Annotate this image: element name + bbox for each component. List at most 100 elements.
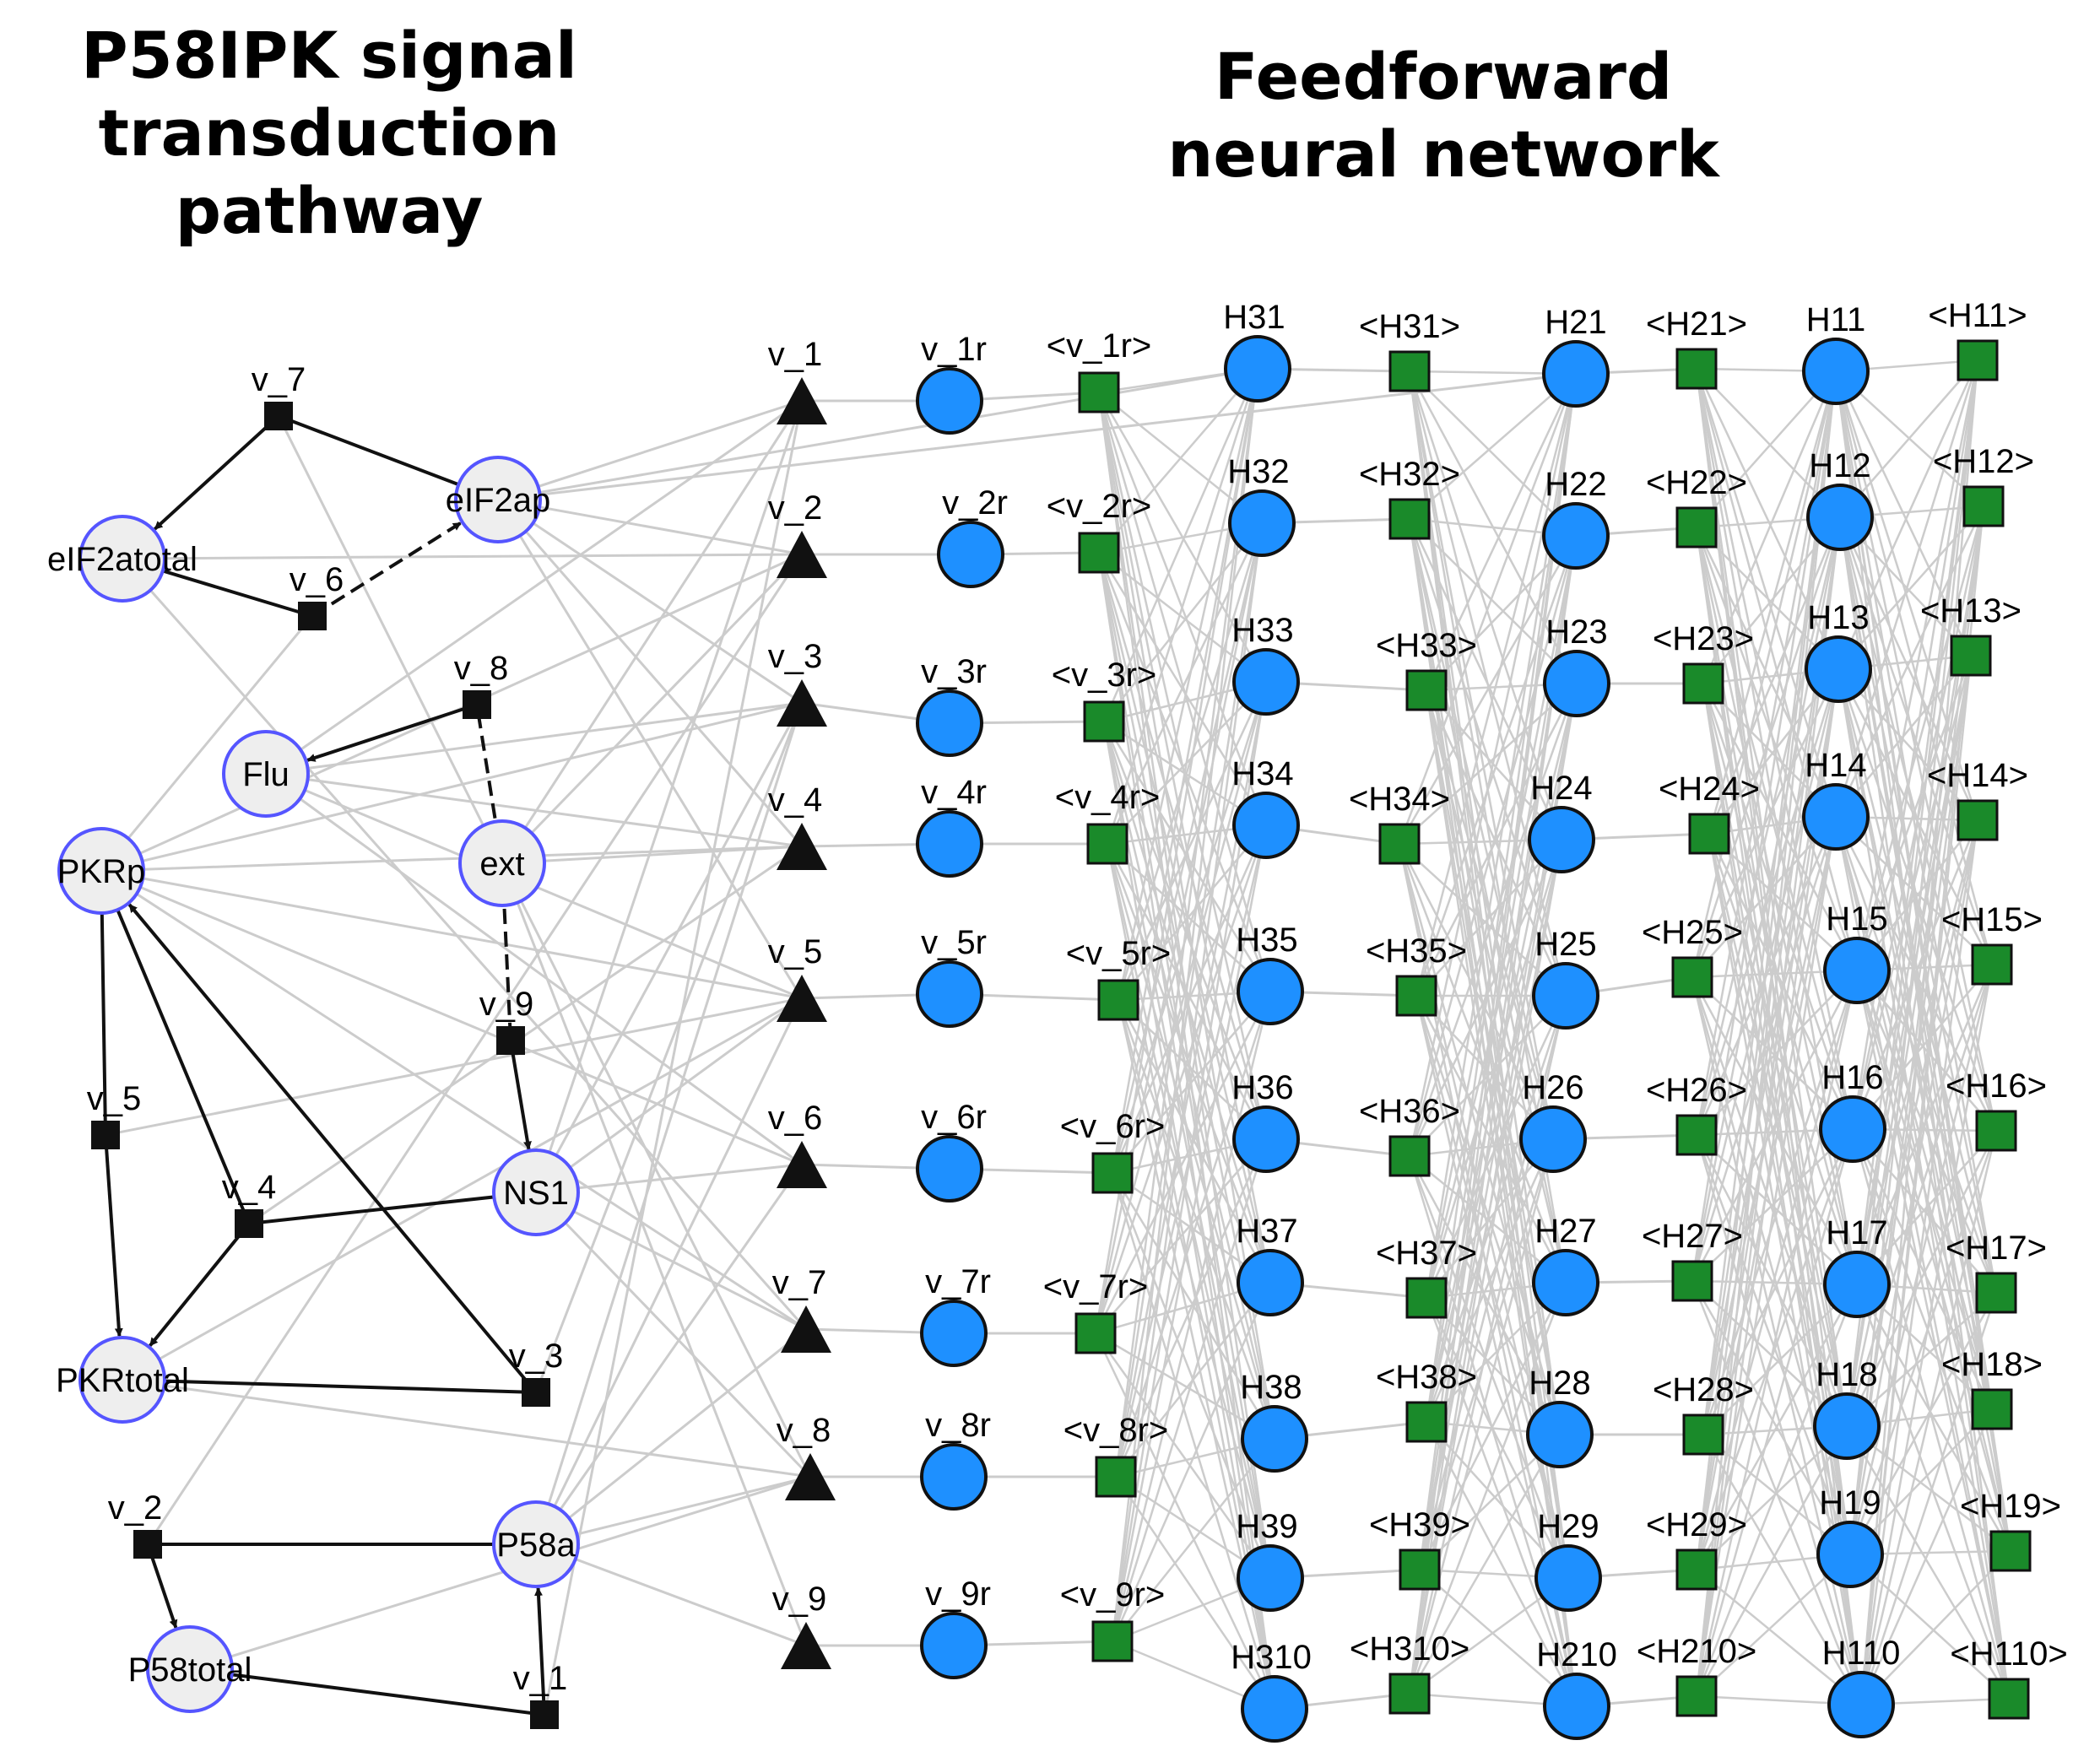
- edge: [1855, 655, 1973, 971]
- edge: [100, 615, 314, 872]
- pathway-title-line-3: pathway: [175, 173, 484, 248]
- layer1-output-label: <H11>: [1928, 297, 2027, 334]
- edge: [1691, 976, 1852, 1555]
- edge: [277, 415, 504, 864]
- species-node: [454, 456, 542, 543]
- layer1-label: H13: [1807, 599, 1869, 636]
- edge: [1691, 976, 1854, 1130]
- edge: [1837, 668, 1998, 1294]
- edge: [1695, 370, 1838, 1697]
- output-node: [1091, 1620, 1134, 1662]
- output-node: [1097, 979, 1139, 1021]
- neuron-node: [1823, 937, 1891, 1004]
- species-node: [492, 1149, 580, 1236]
- reaction-edge: [149, 1222, 251, 1347]
- layer3-label: H36: [1231, 1069, 1293, 1106]
- edge: [1695, 368, 1840, 670]
- edge: [501, 862, 808, 1646]
- output-node: [1671, 1260, 1713, 1302]
- edge: [1098, 552, 1267, 683]
- edge: [1695, 368, 1863, 1705]
- layer1-output-label: <H16>: [1946, 1067, 2047, 1105]
- edge: [1408, 518, 1563, 840]
- input-neuron-label: v_1r: [921, 331, 987, 368]
- edge: [497, 498, 803, 705]
- edge: [1408, 1138, 1555, 1694]
- reaction-label: v_8: [454, 650, 509, 687]
- edge: [1408, 373, 1578, 1694]
- edge: [1111, 522, 1264, 1174]
- edge: [1102, 368, 1259, 722]
- edge: [1855, 505, 1985, 971]
- edge: [1094, 1332, 1272, 1579]
- layer2-output-label: <H28>: [1653, 1371, 1754, 1408]
- pathway-title-line-1: P58IPK signal: [81, 18, 577, 93]
- edge: [1708, 833, 1854, 1130]
- output-node: [1688, 813, 1730, 855]
- layer1-output-label: <H14>: [1927, 757, 2028, 794]
- layer1-label: H12: [1809, 447, 1870, 484]
- neuron-node: [920, 1443, 988, 1511]
- layer1-output-label: <H12>: [1933, 443, 2034, 480]
- output-node: [1975, 1110, 2017, 1152]
- edge: [535, 1543, 807, 1647]
- edge: [1859, 359, 1979, 1705]
- output-node: [1399, 1549, 1441, 1591]
- edge: [1702, 816, 1838, 1435]
- input-triangle: [781, 1305, 831, 1353]
- edge: [1097, 552, 1268, 1140]
- neuron-node: [1241, 1405, 1308, 1473]
- input-neuron-label: v_7r: [925, 1263, 991, 1300]
- edge: [1845, 964, 1994, 1427]
- reaction-edge: [311, 521, 463, 618]
- layer2-label: H24: [1530, 770, 1592, 807]
- edge: [1859, 655, 1973, 1705]
- reaction-label: v_5: [87, 1080, 142, 1117]
- output-node: [1388, 498, 1431, 540]
- pathway-title: P58IPK signal transduction pathway: [0, 17, 658, 250]
- output-node: [1675, 1675, 1718, 1717]
- neuron-node: [1224, 335, 1291, 403]
- edge: [1111, 1172, 1276, 1710]
- edge: [1094, 991, 1272, 1334]
- edge: [1695, 370, 1838, 1570]
- edge: [1409, 518, 1578, 684]
- layer1-output-label: <H110>: [1950, 1635, 2067, 1673]
- layer3-output-label: <H32>: [1359, 456, 1460, 493]
- reaction-edge: [306, 703, 478, 762]
- edge: [1851, 359, 1979, 1130]
- reaction-node: [530, 1700, 559, 1729]
- edge: [1695, 1134, 1863, 1705]
- edge: [1855, 970, 1998, 1294]
- edge: [535, 1163, 803, 1194]
- output-node: [1988, 1678, 2030, 1720]
- edge: [534, 702, 804, 1193]
- edge: [1106, 522, 1264, 845]
- output-node: [1989, 1530, 2032, 1572]
- edge: [265, 399, 803, 776]
- edge: [1097, 392, 1276, 1710]
- edge: [265, 772, 803, 848]
- edge: [497, 367, 1258, 501]
- edge: [1696, 370, 1837, 528]
- edge: [1106, 368, 1259, 845]
- input-triangle: [777, 531, 827, 578]
- reaction-node: [298, 602, 327, 630]
- neuron-node: [1232, 1105, 1300, 1173]
- output-node: [1078, 532, 1120, 574]
- neuron-node: [937, 521, 1004, 588]
- layer3-label: H310: [1231, 1639, 1312, 1676]
- layer2-output-label: <H22>: [1646, 464, 1747, 501]
- neuron-node: [1526, 1401, 1594, 1468]
- edge: [1695, 668, 1840, 1136]
- input-neuron-label: v_4r: [921, 774, 987, 811]
- edge: [1859, 1292, 1998, 1705]
- edge: [1708, 668, 1839, 835]
- edge: [1114, 991, 1272, 1478]
- neuron-node: [1241, 1675, 1308, 1743]
- edge: [1702, 370, 1838, 684]
- layer3-label: H35: [1236, 922, 1297, 959]
- output-node: [1682, 1413, 1724, 1456]
- reaction-label: v_3: [509, 1338, 564, 1375]
- edge: [1418, 535, 1578, 1570]
